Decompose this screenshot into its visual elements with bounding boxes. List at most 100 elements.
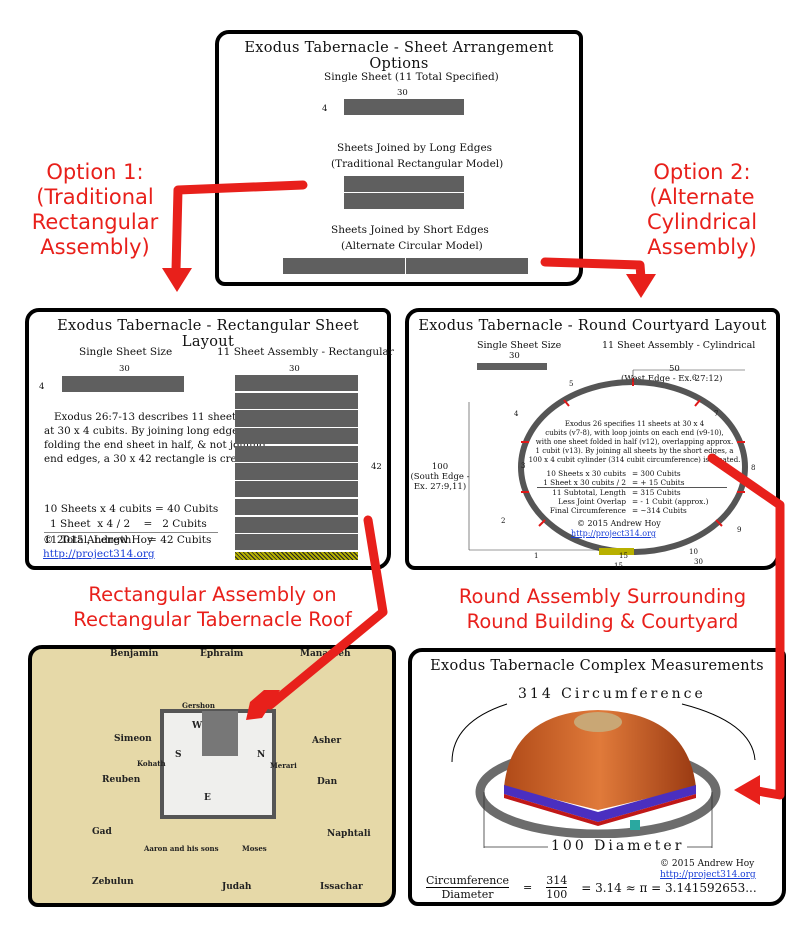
line: folding the end sheet in half, & not joi… <box>44 439 266 451</box>
camp-label: Benjamin <box>110 649 159 659</box>
arrow-round <box>707 453 785 800</box>
line: Ex. 27:9,11) <box>413 482 467 492</box>
camp-label: Simeon <box>114 734 152 744</box>
line: 100 x 4 cubit cylinder (314 cubit circum… <box>528 456 741 464</box>
arrowhead <box>734 775 760 805</box>
long-edges-sub: (Traditional Rectangular Model) <box>331 158 504 170</box>
calc-row: 11 Subtotal, Length= 315 Cubits <box>537 488 727 497</box>
short-sheet-1 <box>283 258 405 274</box>
courtyard-ellipse <box>468 369 748 555</box>
west-edge-label: (West Edge - Ex. 27:12) <box>621 374 723 384</box>
dim-width: 30 <box>119 364 130 374</box>
calc-label: Less Joint Overlap <box>558 497 626 506</box>
camp-label: Kohath <box>137 759 166 768</box>
dim: 10 <box>689 548 698 556</box>
calc-label: 11 Subtotal, Length <box>552 488 626 497</box>
sheet <box>235 392 358 409</box>
short-edges-label: Sheets Joined by Short Edges <box>331 224 489 236</box>
sheet <box>235 516 358 533</box>
camp-label: E <box>204 793 211 803</box>
camp-label: Moses <box>242 844 267 853</box>
single-sheet-label: Single Sheet (11 Total Specified) <box>324 71 499 83</box>
dim: 30 <box>694 558 703 566</box>
camp-label: Gad <box>92 827 112 837</box>
equals: = <box>522 881 533 894</box>
line: Exodus 26:7-13 describes 11 sheets <box>54 411 242 423</box>
calc-row: 1 Sheet x 30 cubits / 2= + 15 Cubits <box>537 478 727 488</box>
line: Assembly) <box>40 235 150 259</box>
camp-label: Issachar <box>320 882 363 892</box>
dim-height: 4 <box>39 382 45 392</box>
south-edge-label: 100(South Edge -Ex. 27:9,11) <box>409 462 471 492</box>
sheet-number: 7 <box>714 410 719 418</box>
sheet-number: 8 <box>751 464 756 472</box>
camp-label: Ephraim <box>200 649 244 659</box>
denominator: 100 <box>546 888 568 901</box>
copyright: © 2015 Andrew Hoy <box>577 519 661 528</box>
line: Option 1: <box>46 160 144 184</box>
camp-label: Reuben <box>102 775 141 785</box>
numerator: 314 <box>546 874 568 888</box>
project314-link[interactable]: http://project314.org <box>43 548 155 560</box>
camp-label: W <box>192 721 203 731</box>
long-edges-label: Sheets Joined by Long Edges <box>337 142 493 154</box>
line: Round Assembly Surrounding <box>458 585 747 608</box>
arrowhead <box>626 274 656 298</box>
west-dim: 50 <box>669 364 680 374</box>
sheet-number: 4 <box>514 410 519 418</box>
arrow-rect-roof <box>265 515 388 710</box>
calc-row: 10 Sheets x 30 cubits= 300 Cubits <box>537 469 727 478</box>
sheet <box>235 445 358 462</box>
arrow-option1 <box>171 180 308 275</box>
sheet-number: 9 <box>737 526 742 534</box>
dim-height: 4 <box>322 104 328 114</box>
line: Cylindrical <box>646 210 758 234</box>
single-sheet-label: Single Sheet Size <box>477 340 562 351</box>
project314-link[interactable]: http://project314.org <box>660 870 756 880</box>
dim: 15 <box>619 552 628 560</box>
camp-label: Aaron and his sons <box>144 844 219 853</box>
calc-row: Final Circumference = ~314 Cubits <box>537 506 727 515</box>
sheet <box>235 498 358 515</box>
arrowhead <box>162 268 192 292</box>
dim-width: 30 <box>397 88 408 98</box>
panel-title: Exodus Tabernacle - Sheet Arrangement Op… <box>244 40 554 72</box>
sheet-stack <box>235 375 358 560</box>
calc-value: = 300 Cubits <box>632 469 681 478</box>
panel-title: Exodus Tabernacle - Rectangular Sheet La… <box>57 318 359 350</box>
line: 1 cubit (v13). By joining all sheets by … <box>535 447 734 455</box>
line: Rectangular <box>31 210 159 234</box>
line: (South Edge - <box>410 472 470 482</box>
line: (Traditional <box>36 185 154 209</box>
project314-link[interactable]: http://project314.org <box>571 529 657 538</box>
calc-value: = ~314 Cubits <box>632 506 687 515</box>
copyright: © 2015 Andrew Hoy <box>43 534 153 546</box>
long-sheet-1 <box>344 176 464 192</box>
dim: 15 <box>614 562 623 570</box>
calc-label: Final Circumference <box>549 506 626 515</box>
sheet-number: 6 <box>692 374 697 382</box>
panel-title: Exodus Tabernacle - Round Courtyard Layo… <box>418 318 767 334</box>
sheet <box>235 375 358 392</box>
camp-label: S <box>175 750 182 760</box>
line: Round Building & Courtyard <box>466 610 739 633</box>
assembly-label: 11 Sheet Assembly - Rectangular <box>217 346 394 358</box>
camp-label: Zebulun <box>92 877 134 887</box>
panel-title: Exodus Tabernacle Complex Measurements <box>430 658 764 674</box>
camp-label: Asher <box>312 736 342 746</box>
camp-label: N <box>257 750 266 760</box>
dim-width: 30 <box>509 351 520 361</box>
single-sheet <box>477 363 547 370</box>
sheet-arrangement-panel: Exodus Tabernacle - Sheet Arrangement Op… <box>215 30 583 286</box>
sheet <box>235 534 358 551</box>
sheet <box>235 428 358 445</box>
line: 10 Sheets x 4 cubits = 40 Cubits <box>44 503 219 515</box>
pi-result: = 3.14 ≈ π = 3.141592653... <box>581 880 757 895</box>
